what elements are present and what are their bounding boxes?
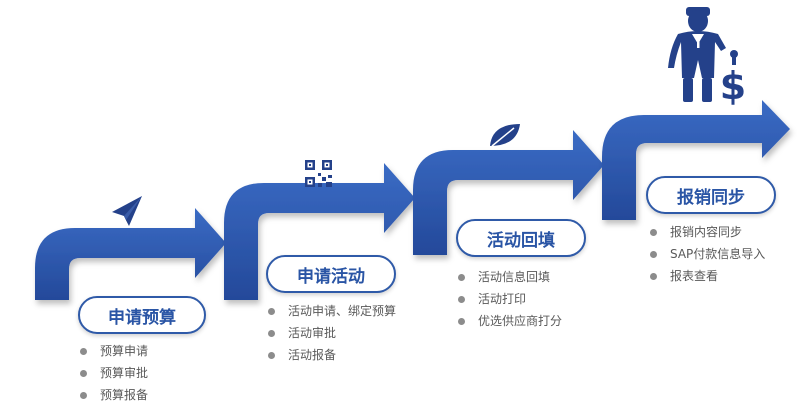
list-item: 活动报备 <box>266 344 396 366</box>
leaf-icon <box>490 124 520 147</box>
step-arrow-1 <box>35 208 226 300</box>
list-item: 预算申请 <box>78 340 148 362</box>
step-4-title: 报销同步 <box>646 176 776 214</box>
step-3-list: 活动信息回填 活动打印 优选供应商打分 <box>456 266 562 332</box>
step-2-list: 活动申请、绑定预算 活动审批 活动报备 <box>266 300 396 366</box>
list-item: SAP付款信息导入 <box>648 243 765 265</box>
list-item: 报表查看 <box>648 265 765 287</box>
step-arrow-4 <box>602 100 790 220</box>
list-item: 活动审批 <box>266 322 396 344</box>
qr-code-icon <box>305 160 332 187</box>
step-arrow-3 <box>413 130 604 255</box>
list-item: 活动申请、绑定预算 <box>266 300 396 322</box>
step-1-title: 申请预算 <box>78 296 206 334</box>
list-item: 活动打印 <box>456 288 562 310</box>
list-item: 优选供应商打分 <box>456 310 562 332</box>
step-2-title: 申请活动 <box>266 255 396 293</box>
list-item: 报销内容同步 <box>648 221 765 243</box>
step-4-list: 报销内容同步 SAP付款信息导入 报表查看 <box>648 221 765 287</box>
businessman-dollar-icon: $ <box>668 7 746 108</box>
step-1-list: 预算申请 预算审批 预算报备 <box>78 340 148 406</box>
list-item: 预算报备 <box>78 384 148 406</box>
svg-text:$: $ <box>720 64 746 108</box>
list-item: 预算审批 <box>78 362 148 384</box>
paper-plane-icon <box>112 196 142 226</box>
step-3-title: 活动回填 <box>456 219 586 257</box>
step-arrow-2 <box>224 163 415 300</box>
list-item: 活动信息回填 <box>456 266 562 288</box>
